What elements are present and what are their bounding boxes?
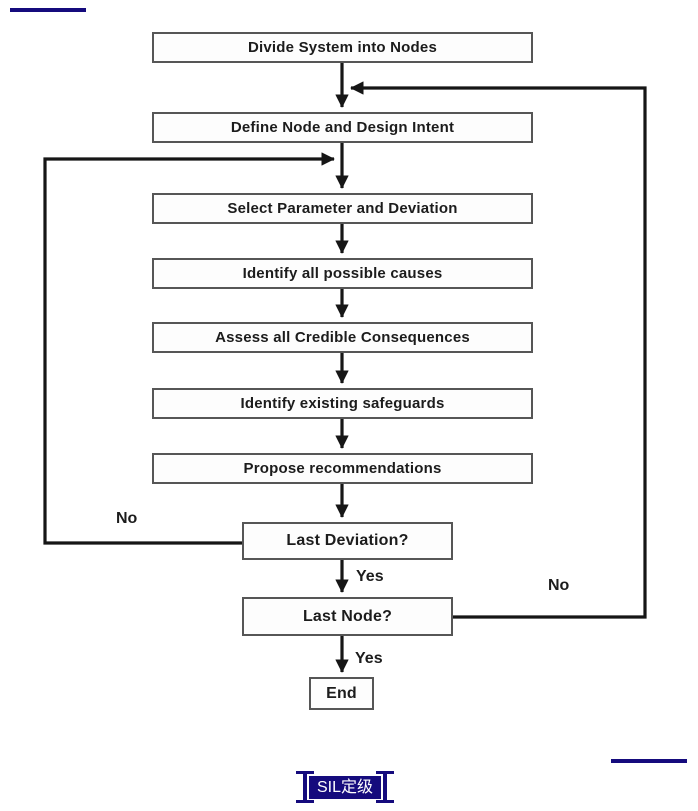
flow-node-select-parameter: Select Parameter and Deviation [152, 193, 533, 224]
flow-node-label: Divide System into Nodes [247, 39, 437, 56]
flow-node-label: End [326, 684, 357, 702]
flow-node-label: Identify all possible causes [242, 265, 443, 282]
sil-rating-badge-wrap: SIL定级 [296, 771, 395, 803]
flow-node-divide-system: Divide System into Nodes [152, 32, 533, 63]
edge-label-no-left: No [116, 510, 138, 527]
flow-node-label: Last Node? [302, 607, 393, 625]
flow-node-label: Propose recommendations [243, 460, 442, 477]
flow-node-label: Select Parameter and Deviation [227, 200, 458, 217]
flow-node-identify-causes: Identify all possible causes [152, 258, 533, 289]
flow-node-label: Identify existing safeguards [240, 395, 445, 412]
edge-label-no-right: No [548, 577, 570, 594]
flow-node-label: Last Deviation? [286, 532, 409, 549]
flow-node-propose-recommendations: Propose recommendations [152, 453, 533, 484]
flow-node-assess-consequences: Assess all Credible Consequences [152, 322, 533, 353]
flow-node-label: Define Node and Design Intent [230, 119, 455, 136]
flow-node-label: Assess all Credible Consequences [215, 329, 470, 346]
sil-rating-badge[interactable]: SIL定级 [309, 775, 382, 799]
flow-node-last-deviation: Last Deviation? [242, 522, 453, 560]
selection-bracket-left [296, 771, 314, 803]
flow-node-define-node: Define Node and Design Intent [152, 112, 533, 143]
edge-label-yes-after-deviation: Yes [356, 568, 384, 585]
flow-node-end: End [309, 677, 374, 710]
edge-label-yes-after-node: Yes [355, 650, 383, 667]
flow-node-identify-safeguards: Identify existing safeguards [152, 388, 533, 419]
flow-node-last-node: Last Node? [242, 597, 453, 636]
selection-bracket-right [376, 771, 395, 803]
bottom-right-link-underline [611, 759, 687, 763]
top-left-link-underline [10, 8, 86, 12]
